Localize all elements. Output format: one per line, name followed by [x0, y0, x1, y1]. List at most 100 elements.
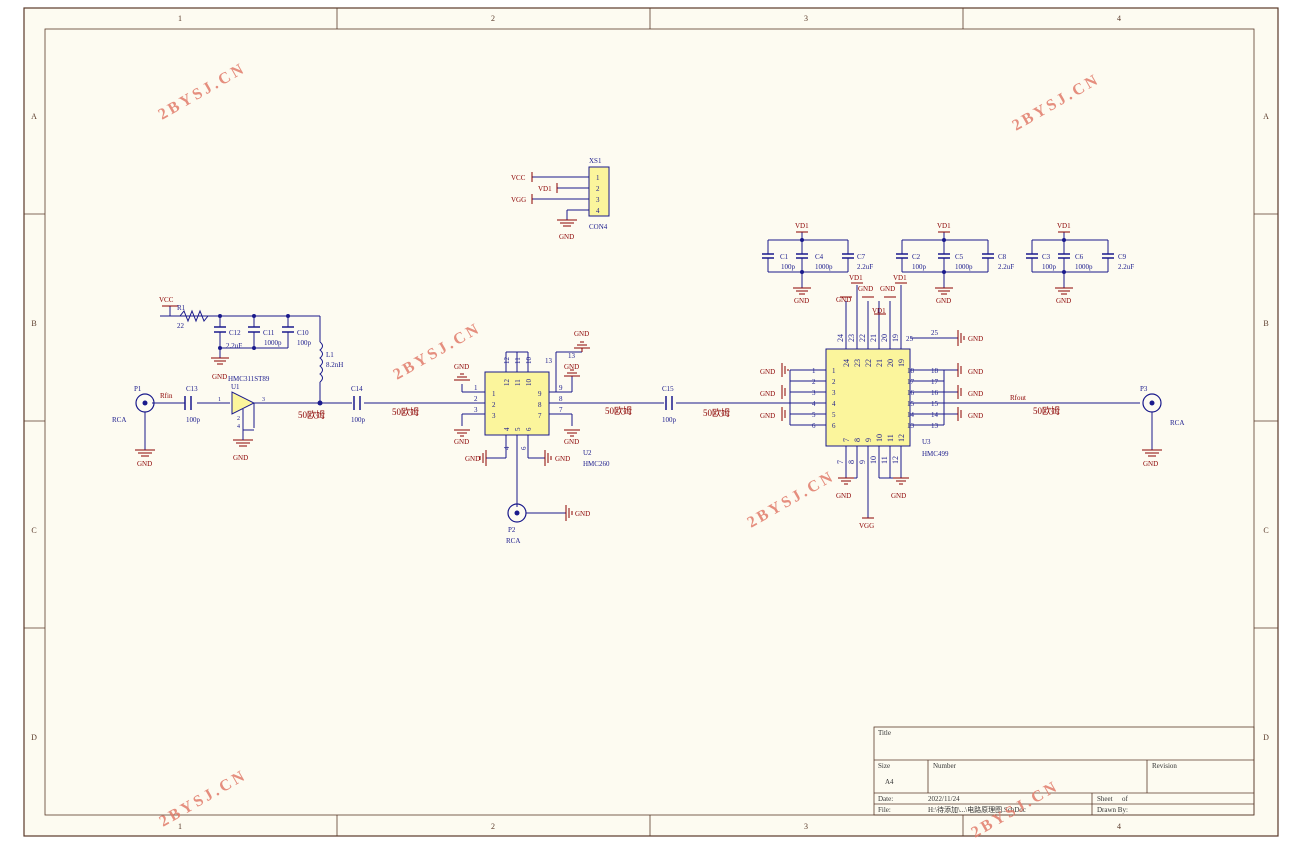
- u3-pin-20-num: 20: [880, 334, 889, 342]
- u3-pin-7-inner: 7: [842, 438, 851, 442]
- zone-dividers: [24, 8, 1278, 836]
- bank2-vd1: VD1: [937, 222, 951, 230]
- c1-value: 100p: [781, 263, 796, 271]
- u3-vgg-label: VGG: [859, 522, 874, 530]
- u3-pin-25-num: 25: [931, 329, 939, 337]
- c7-designator: C7: [857, 253, 866, 261]
- u3-pin-12-inner: 12: [897, 434, 906, 442]
- p1-gnd-label: GND: [137, 460, 152, 468]
- inductor-l1: L1 8.2nH: [319, 341, 343, 383]
- u1-part: HMC311ST89: [228, 375, 270, 383]
- capacitor-c14: C14 100p: [351, 385, 366, 424]
- c14-value: 100p: [351, 416, 366, 424]
- u2-gnd-1: GND: [454, 363, 469, 371]
- u3-pin-24-inner: 24: [842, 359, 851, 367]
- u3-pin-8-num: 8: [847, 460, 856, 464]
- u3-pin-11-inner: 11: [886, 434, 895, 442]
- u3-pin-6-num: 6: [812, 422, 816, 430]
- c4-value: 1000p: [815, 263, 833, 271]
- zone-row-c-left: C: [31, 526, 36, 535]
- u2-pin-12-num: 12: [503, 357, 511, 365]
- u3-gnd-t2: GND: [858, 285, 873, 293]
- u3-pin-23-num: 23: [847, 334, 856, 342]
- net-50ohm-5: 50欧姆: [1033, 405, 1060, 416]
- u3-gnd-b2: GND: [891, 492, 906, 500]
- u1-pin-1: 1: [218, 397, 221, 403]
- c9-value: 2.2uF: [1118, 263, 1134, 271]
- c14-designator: C14: [351, 385, 363, 393]
- xs1-pin-1: 1: [596, 174, 600, 182]
- u2-pin-2-inner: 2: [492, 401, 496, 409]
- xs1-vgg-label: VGG: [511, 196, 526, 204]
- rfin-net-label: Rfin: [160, 392, 173, 400]
- c10-value: 100p: [297, 339, 312, 347]
- u2-gnd-2: GND: [454, 438, 469, 446]
- u2-pin-8-num: 8: [559, 395, 563, 403]
- l1-value: 8.2nH: [326, 361, 343, 369]
- xs1-vd1-label: VD1: [538, 185, 552, 193]
- u1-pin-4: 4: [237, 424, 240, 430]
- u3-pin-3-inner: 3: [832, 389, 836, 397]
- connector-p1: P1 RCA GND: [112, 385, 155, 468]
- u3-pin-13-inner: 13: [907, 422, 915, 430]
- xs1-pin-3: 3: [596, 196, 600, 204]
- c3-value: 100p: [1042, 263, 1057, 271]
- sheet-border: [23, 7, 1279, 837]
- u1-pin-3: 3: [262, 397, 265, 403]
- title-block: [873, 726, 1255, 816]
- capacitor-c15: C15 100p: [662, 385, 677, 424]
- p3-part: RCA: [1170, 419, 1184, 427]
- zone-labels: 1 2 3 4 1 2 3 4 A B C D A B C D: [31, 14, 1269, 831]
- c2-value: 100p: [912, 263, 927, 271]
- c7-value: 2.2uF: [857, 263, 873, 271]
- u3-pin-21-num: 21: [869, 334, 878, 342]
- u3-gnd-r3: GND: [968, 412, 983, 420]
- u3-pin-5-num: 5: [812, 411, 816, 419]
- u2-pin-12-inner: 12: [503, 379, 511, 387]
- c11-designator: C11: [263, 329, 275, 337]
- xs1-gnd-label: GND: [559, 233, 574, 241]
- u3-part: HMC499: [922, 450, 949, 458]
- zone-col-2-bottom: 2: [491, 822, 495, 831]
- p3-designator: P3: [1140, 385, 1148, 393]
- inner-border: [44, 28, 1255, 816]
- p3-gnd-label: GND: [1143, 460, 1158, 468]
- u2-designator: U2: [583, 449, 592, 457]
- u3-pin-17-num: 17: [931, 378, 939, 386]
- zone-col-1-top: 1: [178, 14, 182, 23]
- net-50ohm-3: 50欧姆: [605, 405, 632, 416]
- u2-pin-9-inner: 9: [538, 390, 542, 398]
- c1-designator: C1: [780, 253, 789, 261]
- r1-value: 22: [177, 322, 185, 330]
- u3-vd1-t1: VD1: [849, 274, 863, 282]
- file-value: H:\待添加\...\电路原理图.SchDoc: [928, 805, 1026, 814]
- u3-pin-3-num: 3: [812, 389, 816, 397]
- r1-designator: R1: [177, 304, 186, 312]
- u2-pin-6-num: 6: [520, 446, 528, 450]
- capacitor-c13: C13 100p: [184, 385, 201, 424]
- connector-p2: GND P2 RCA: [506, 503, 590, 545]
- u2-gnd-3: GND: [564, 363, 579, 371]
- u3-pin-24-num: 24: [836, 334, 845, 342]
- zone-col-1-bottom: 1: [178, 822, 182, 831]
- bank3-gnd: GND: [1056, 297, 1071, 305]
- c3-designator: C3: [1042, 253, 1051, 261]
- c5-designator: C5: [955, 253, 964, 261]
- xs1-pin-2: 2: [596, 185, 600, 193]
- zone-row-a-right: A: [1263, 112, 1269, 121]
- c8-value: 2.2uF: [998, 263, 1014, 271]
- file-label: File:: [878, 806, 891, 814]
- u2-pin-1-num: 1: [474, 384, 478, 392]
- u2-gnd-5: GND: [574, 330, 589, 338]
- u2-pin-8-inner: 8: [538, 401, 542, 409]
- xs1-part: CON4: [589, 223, 608, 231]
- c5-value: 1000p: [955, 263, 973, 271]
- u3-pin-5-inner: 5: [832, 411, 836, 419]
- c6-value: 1000p: [1075, 263, 1093, 271]
- u2-pin-1-inner: 1: [492, 390, 496, 398]
- u2-pin-13-inner: 13: [545, 357, 553, 365]
- connector-p3: P3 RCA GND: [1140, 385, 1184, 468]
- u3-pin-4-num: 4: [812, 400, 816, 408]
- u3-pin-10-inner: 10: [875, 434, 884, 442]
- xs1-designator: XS1: [589, 157, 602, 165]
